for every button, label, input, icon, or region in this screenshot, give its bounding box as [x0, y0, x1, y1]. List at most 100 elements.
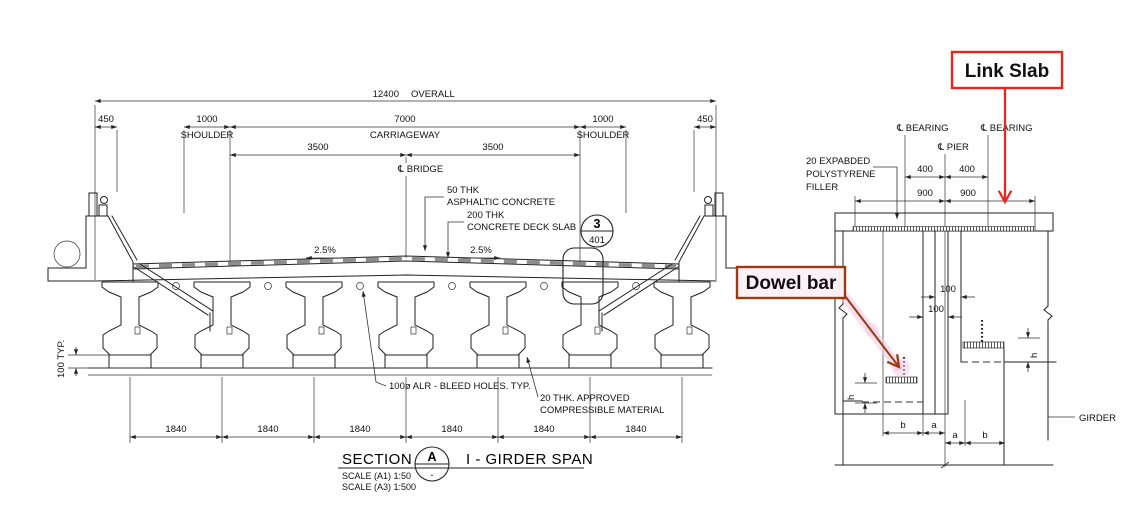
break-mark	[1043, 305, 1053, 321]
cl-bearing-left-label: ℄ BEARING	[896, 123, 949, 134]
detail-lower-dims: 100 100 h h b a a b	[846, 284, 1040, 446]
title-bubble-letter: A	[427, 450, 436, 464]
bleed-note: 100ø ALR - BLEED HOLES. TYP.	[389, 381, 531, 392]
bearing-pedestal	[476, 354, 520, 369]
dim-half-left: 3500	[307, 142, 328, 153]
bearing-pedestal	[200, 354, 244, 369]
link-slab-callout: Link Slab	[950, 50, 1064, 205]
barrier-left	[47, 192, 214, 332]
dim-edge-right: 450	[697, 114, 713, 125]
typ-100-label: 100 TYP.	[56, 340, 67, 378]
label-shoulder-right: SHOULDER	[577, 130, 630, 141]
crossfall-annotations: 2.5% 2.5%	[306, 245, 500, 261]
dim-a-right: a	[952, 430, 958, 441]
bleed-hole	[172, 282, 180, 290]
dim-shoulder-right: 1000	[592, 114, 613, 125]
section-subtitle: I - GIRDER SPAN	[466, 451, 593, 468]
filler-note-2: POLYSTYRENE	[806, 169, 876, 180]
i-girder	[561, 281, 619, 356]
cl-bearing-right-label: ℄ BEARING	[980, 123, 1033, 134]
filler-note: 20 EXPABDED POLYSTYRENE FILLER	[806, 156, 900, 219]
link-slab-hatch	[852, 226, 1036, 232]
bearing-pedestal	[292, 354, 336, 369]
dim-b-right: b	[982, 430, 987, 441]
i-girder	[101, 281, 159, 356]
girder-spacing-dims: 1840 1840 1840 1840 1840 1840	[129, 377, 683, 443]
dowel-plate-left	[885, 376, 918, 384]
detail-bubble-number: 3	[594, 217, 601, 231]
dim-h-right: h	[1029, 353, 1040, 358]
spacing-dim: 1840	[441, 424, 462, 435]
dim-a-left: a	[931, 420, 937, 431]
slope-right-label: 2.5%	[470, 245, 492, 256]
bearing-pedestal	[568, 354, 612, 369]
girder-label-group: GIRDER	[1048, 413, 1116, 424]
deck-slab	[47, 255, 717, 290]
scale-a3: SCALE (A3) 1:500	[342, 482, 416, 492]
drain-pipe	[53, 240, 81, 268]
dim-half-right: 3500	[482, 142, 503, 153]
pier-joint-detail: ℄ BEARING ℄ BEARING ℄ PIER 400 400 900 9…	[806, 123, 1116, 469]
spacing-dim: 1840	[349, 424, 370, 435]
material-notes: 50 THK ASPHALTIC CONCRETE 200 THK CONCRE…	[361, 185, 664, 416]
dowel-bar-label: Dowel bar	[746, 273, 837, 294]
dim-100-upper: 100	[940, 284, 956, 295]
bearing-pedestal	[108, 354, 152, 369]
label-carriageway: CARRIAGEWAY	[370, 130, 441, 141]
bleed-hole	[356, 282, 364, 290]
i-girder	[285, 281, 343, 356]
bridge-centerline: ℄ BRIDGE	[397, 157, 443, 258]
title-block: SECTION A - I - GIRDER SPAN SCALE (A1) 1…	[338, 446, 593, 492]
detail-top-dims: 400 400 900 900	[854, 164, 1036, 230]
link-slab-label: Link Slab	[965, 61, 1049, 82]
dim-400-right: 400	[959, 164, 975, 175]
compressible-note-1: 20 THK. APPROVED	[540, 393, 630, 404]
dim-100-lower: 100	[928, 304, 944, 315]
deck-note-1: 200 THK	[467, 210, 505, 221]
dim-b-left: b	[900, 420, 905, 431]
dim-shoulder-left: 1000	[196, 114, 217, 125]
asphalt-note-2: ASPHALTIC CONCRETE	[447, 197, 555, 208]
girder-label: GIRDER	[1079, 413, 1116, 424]
cl-bridge-label: ℄ BRIDGE	[397, 164, 443, 175]
bleed-hole	[540, 282, 548, 290]
cl-pier-label: ℄ PIER	[937, 142, 969, 153]
deck-note-2: CONCRETE DECK SLAB	[467, 222, 576, 233]
bleed-hole	[632, 282, 640, 290]
slope-left-label: 2.5%	[314, 245, 336, 256]
dowel-bar-box	[735, 265, 847, 300]
spacing-dim: 1840	[625, 424, 646, 435]
dim-h-left: h	[846, 395, 857, 400]
label-shoulder-left: SHOULDER	[181, 130, 234, 141]
spacing-dim: 1840	[165, 424, 186, 435]
link-slab-box	[950, 50, 1064, 90]
detail-boundary	[562, 247, 604, 305]
i-girder	[377, 281, 435, 356]
section-title: SECTION	[342, 451, 412, 468]
dim-overall-value: 12400	[373, 89, 399, 100]
dowel-bar-callout: Dowel bar	[735, 265, 910, 377]
dim-900-right: 900	[960, 188, 976, 199]
detail-structure	[834, 212, 1057, 466]
detail-callout-3-401: 3 401	[562, 214, 614, 305]
filler-note-3: FILLER	[806, 182, 838, 193]
main-section: 12400 OVERALL 450 1000 SHOULDER 7000 CAR…	[47, 89, 765, 492]
i-girder	[193, 281, 251, 356]
detail-bubble-sheet: 401	[589, 235, 605, 246]
asphalt-hatch	[135, 256, 677, 269]
compressible-note-2: COMPRESSIBLE MATERIAL	[540, 405, 664, 416]
title-bubble-sub: -	[430, 470, 433, 481]
dim-400-left: 400	[917, 164, 933, 175]
i-girder	[469, 281, 527, 356]
asphalt-note-1: 50 THK	[447, 185, 480, 196]
spacing-dim: 1840	[257, 424, 278, 435]
dim-edge-left: 450	[98, 114, 114, 125]
bearing-pedestal	[384, 354, 428, 369]
filler-note-1: 20 EXPABDED	[806, 156, 870, 167]
girders	[87, 281, 713, 376]
dim-900-left: 900	[917, 188, 933, 199]
bearing-pedestal	[660, 354, 704, 369]
bleed-hole	[448, 282, 456, 290]
break-mark	[838, 303, 848, 319]
